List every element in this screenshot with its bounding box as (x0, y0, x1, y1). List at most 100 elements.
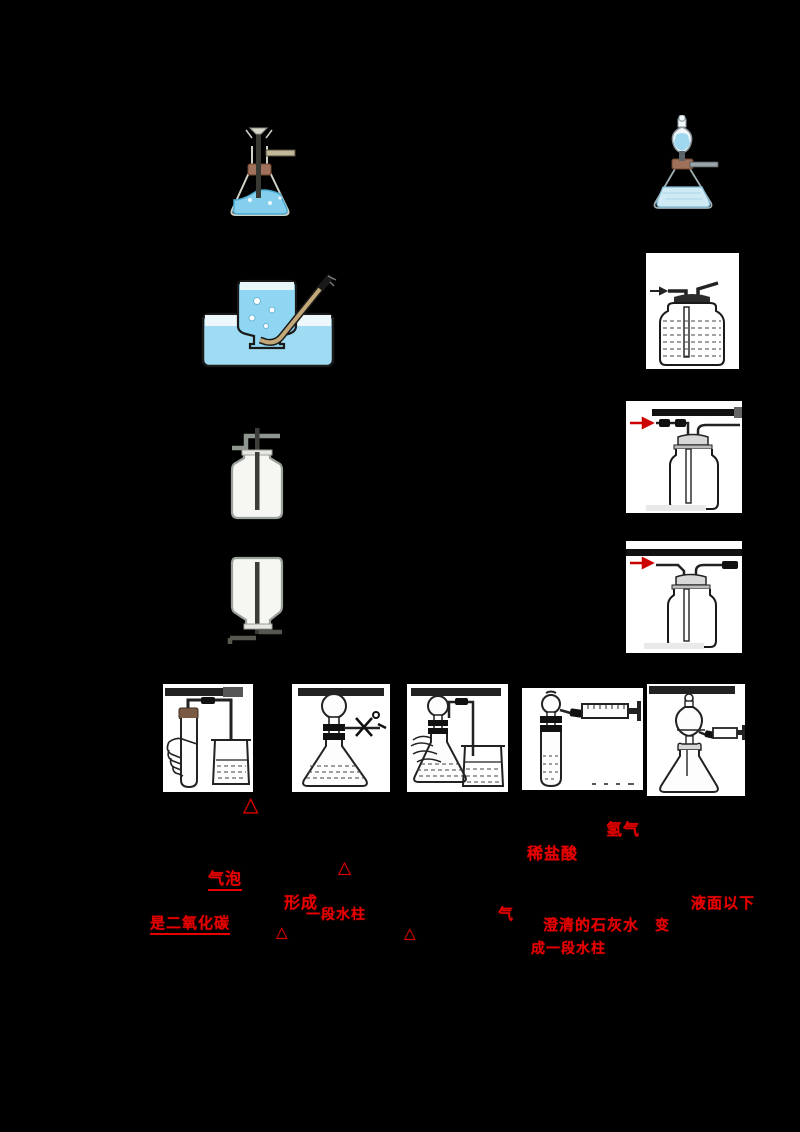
collar-2 (428, 728, 448, 734)
figure-gas-washing-bottle (646, 253, 739, 369)
rubber-connector (659, 419, 670, 427)
collar-1 (540, 716, 562, 723)
red-annotation-ans-form: 形成 (284, 893, 319, 912)
upright-bottle-two-tubes-icon (230, 428, 284, 520)
figure-collection-bottle-red-arrow-short (626, 541, 742, 653)
bottle-with-red-gas-arrow-icon (630, 407, 742, 511)
syringe (581, 701, 641, 721)
syringe-scale (587, 704, 625, 709)
funnel-stem (679, 151, 685, 161)
collar-1 (428, 720, 448, 726)
red-annotation-ans-change: 变 (655, 918, 670, 934)
figure-airtightness-flask-syringe (647, 684, 745, 796)
flask-outline (230, 146, 290, 216)
bubble (268, 201, 272, 205)
test-tube (180, 718, 198, 789)
outlet-tube (696, 423, 740, 443)
shadow (646, 505, 706, 511)
tube-liquid (543, 755, 559, 780)
tube-tip (317, 274, 334, 292)
beaker-water (465, 761, 501, 783)
red-annotation-ans-water-column-1: 一段水柱 (306, 907, 366, 923)
liquid-lines (663, 192, 703, 200)
collar-2 (323, 733, 345, 740)
left-tube (227, 635, 256, 644)
bottle-lip (243, 623, 273, 630)
stopper (677, 433, 709, 446)
flask-separating-funnel-syringe-icon (649, 686, 745, 793)
flask-liquid (232, 189, 288, 215)
ball-funnel (541, 694, 561, 714)
beaker-water (216, 759, 247, 779)
gas-in-red-arrow (630, 556, 655, 570)
liquid-hatching (663, 320, 721, 357)
flask-with-thistle-funnel-icon (230, 127, 296, 216)
ball-funnel (427, 695, 449, 717)
figure-upright-collection-bottle (222, 426, 292, 522)
figure-collection-bottle-red-arrow-long (626, 401, 742, 513)
funnel-lip (326, 689, 342, 693)
caption-bar-end (223, 687, 243, 697)
red-annotation-mark-1: △ (243, 792, 260, 816)
red-annotation-ans-is-co2: 是二氧化碳 (150, 914, 231, 936)
rubber-connector (201, 697, 215, 704)
hand (166, 737, 198, 777)
outlet-tube (694, 563, 724, 583)
clamp-marks (245, 129, 273, 139)
washing-bottle-with-inlet-arrow-icon (650, 281, 725, 366)
bar-end (734, 407, 742, 418)
stopper (178, 707, 199, 720)
bent-tube (447, 700, 475, 756)
syringe-plunger-rod (737, 730, 743, 735)
gas-in-red-arrow (630, 416, 655, 430)
top-bar (652, 409, 742, 416)
caption-bar (649, 686, 735, 694)
red-annotation-mark-3: △ (276, 923, 289, 941)
gas-space (240, 282, 294, 290)
collar-2 (540, 725, 562, 732)
test-tube-ball-funnel-syringe-icon (540, 690, 641, 788)
bubble (268, 306, 276, 314)
rubber-connector (722, 561, 738, 569)
red-annotation-ans-water-column-2: 成一段水柱 (531, 941, 606, 957)
inverted-bottle-two-tubes-icon (227, 556, 284, 644)
red-annotation-ans-below-surface: 液面以下 (691, 894, 756, 912)
figure-water-displacement-collection (200, 274, 338, 369)
red-annotation-mark-2: △ (338, 858, 353, 878)
red-annotation-ans-acid: 稀盐酸 (527, 844, 579, 863)
red-annotation-ans-gas: 氢气 (606, 820, 641, 839)
pinch-clamp (675, 419, 686, 427)
stopper (675, 573, 707, 586)
caption-bar (411, 688, 501, 696)
delivery-tube (259, 282, 326, 345)
flask-hands-beaker-icon (410, 688, 505, 787)
long-tube-inside (685, 448, 692, 504)
bottle-body (667, 589, 717, 648)
rubber-connector (569, 708, 583, 718)
flask-liquid (656, 186, 711, 208)
bubble (263, 323, 269, 329)
pinch-clamp (355, 711, 387, 737)
flask-liquid (306, 765, 364, 779)
delivery-tube (689, 161, 719, 168)
collar-1 (323, 724, 345, 731)
test-tube (540, 732, 562, 788)
figure-airtightness-test-tube-syringe (522, 688, 643, 790)
stopper (677, 742, 702, 751)
long-tube (255, 562, 260, 634)
test-tube-hand-beaker-icon (165, 687, 251, 789)
syringe-barrel (581, 703, 629, 719)
spark-marks (327, 275, 337, 287)
stopper-flange (673, 444, 713, 450)
figure-generator-flask-thistle (222, 126, 297, 218)
bent-tube (232, 433, 280, 451)
red-annotation-ans-limewater: 澄清的石灰水 (543, 916, 640, 934)
shadow (644, 643, 704, 649)
bubble (278, 196, 282, 200)
flask (659, 750, 719, 793)
bottle-body (669, 449, 719, 510)
hands (410, 735, 442, 763)
gas-in-arrow (650, 286, 669, 296)
figure-airtightness-flask-hands-beaker (407, 684, 508, 792)
